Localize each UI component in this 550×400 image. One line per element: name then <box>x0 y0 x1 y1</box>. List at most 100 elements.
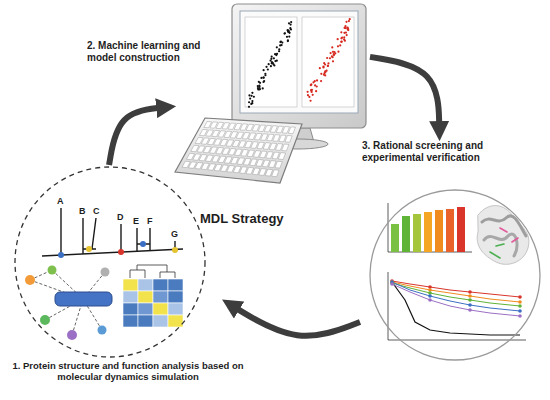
heatmap-cell <box>123 303 138 315</box>
scatter-dot <box>315 90 317 92</box>
illustration-part <box>477 206 529 265</box>
heatmap-cell <box>138 303 153 315</box>
scatter-dot <box>345 27 347 29</box>
scatter-dot <box>263 77 265 79</box>
illustration-part <box>388 272 526 340</box>
illustration-part <box>240 11 358 113</box>
illustration-part <box>182 121 295 176</box>
scatter-dot <box>311 89 313 91</box>
phylogenetic-tree <box>42 208 183 256</box>
scatter-dot <box>263 80 265 82</box>
heatmap-cell <box>123 315 138 327</box>
scatter-dot <box>265 66 267 68</box>
stage-circle: 1. Protein structure and function analys… <box>8 165 223 398</box>
key <box>269 143 276 150</box>
stage-title: 1. Protein structure and function analys… <box>4 361 252 383</box>
scatter-dot <box>251 100 253 102</box>
center-title: MDL Strategy <box>200 212 284 225</box>
scatter-dot <box>248 101 250 103</box>
data-marker <box>468 308 472 312</box>
key <box>285 135 292 142</box>
illustration-part <box>402 216 410 252</box>
heatmap-cell <box>123 291 138 303</box>
illustration-part <box>118 249 124 255</box>
heatmap-cell <box>168 279 183 291</box>
scatter-dot <box>275 54 277 56</box>
scatter-dot <box>310 84 312 86</box>
illustration-part <box>490 244 504 258</box>
scatter-dot <box>249 97 251 99</box>
data-marker <box>468 298 472 302</box>
scatter-dot <box>337 45 339 47</box>
scatter-dot <box>314 84 316 86</box>
scatter-dot <box>348 20 350 22</box>
scatter-dot <box>290 23 292 25</box>
scatter-dot <box>290 28 292 30</box>
heatmap-cell <box>123 279 138 291</box>
illustration-part <box>392 282 520 335</box>
scatter-dot <box>320 80 322 82</box>
scatter-dot <box>340 37 342 39</box>
scatter-dot <box>337 51 339 53</box>
data-marker <box>518 309 522 313</box>
scatter-dot <box>322 66 324 68</box>
scatter-dot <box>326 57 328 59</box>
computer-stage: 2. Machine learning and model constructi… <box>175 2 370 185</box>
scatter-dot <box>262 81 264 83</box>
illustration-part <box>25 275 35 285</box>
illustration-part <box>130 265 175 278</box>
circle-outline <box>370 190 540 360</box>
cycle-arrow <box>109 107 165 165</box>
scatter-dot <box>257 87 259 89</box>
line-chart <box>388 272 526 340</box>
circle-outline <box>360 140 545 362</box>
scatter-dot <box>327 65 329 67</box>
illustration-part <box>175 118 302 183</box>
illustration-part <box>390 279 522 318</box>
scatter-dot <box>259 88 261 90</box>
illustration-part <box>500 228 518 242</box>
scatter-dot <box>346 34 348 36</box>
scatter-dot <box>288 36 290 38</box>
tree-leaf: C <box>93 207 100 216</box>
scatter-dot <box>312 94 314 96</box>
scatter-dot <box>270 65 272 67</box>
key <box>288 127 295 134</box>
scatter-dot <box>286 36 288 38</box>
scatter-dot <box>344 25 346 27</box>
scatter-dot <box>281 44 283 46</box>
scatter-dot <box>319 67 321 69</box>
scatter-dot <box>274 60 276 62</box>
illustration-part <box>86 246 92 252</box>
interaction-network <box>25 266 112 341</box>
illustration-part <box>48 266 57 275</box>
circle-outline <box>15 167 205 357</box>
key <box>262 160 270 167</box>
scatter-dot <box>343 36 345 38</box>
scatter-dot <box>281 42 283 44</box>
scatter-dot <box>273 57 275 59</box>
scatter-dot <box>307 94 309 96</box>
scatter-dot <box>327 62 329 64</box>
scatter-dot <box>278 48 280 50</box>
stage-title: 3. Rational screening and experimental v… <box>362 140 545 163</box>
scatter-dot <box>287 31 289 33</box>
data-marker <box>518 314 522 318</box>
tree-leaf: B <box>79 207 86 216</box>
scatter-dot <box>311 91 313 93</box>
scatter-dot <box>268 63 270 65</box>
tree-dots <box>58 241 178 258</box>
scatter-dot <box>323 74 325 76</box>
key <box>276 126 283 133</box>
heatmap <box>123 265 183 327</box>
key <box>240 167 248 174</box>
scatter-dot <box>332 56 334 58</box>
scatter-dot <box>284 32 286 34</box>
heatmap-cell <box>153 303 168 315</box>
scatter-dot <box>251 102 253 104</box>
data-marker <box>468 303 472 307</box>
scatter-dot <box>314 80 316 82</box>
